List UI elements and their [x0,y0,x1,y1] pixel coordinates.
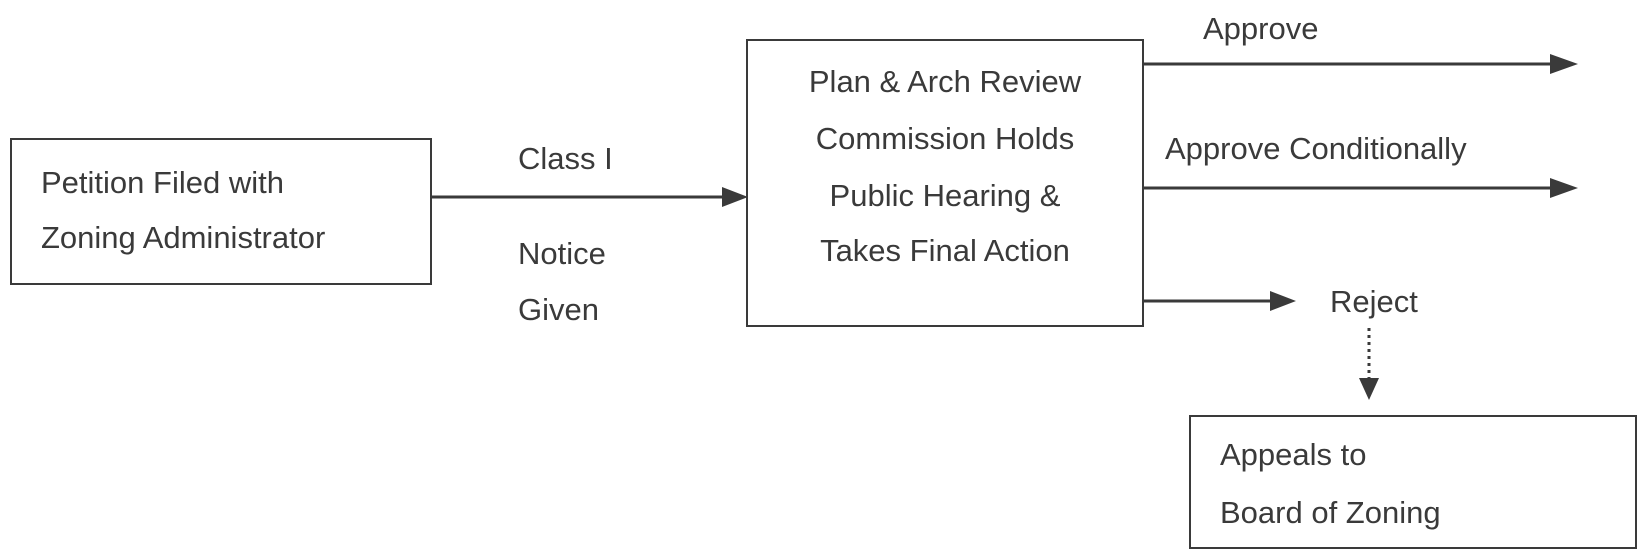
node-appeals: Appeals to Board of Zoning [1189,415,1637,549]
label-approve: Approve [1203,11,1319,46]
arrowhead-review [722,187,748,207]
arrowhead-approve-conditionally [1550,178,1578,198]
node-petition: Petition Filed with Zoning Administrator [10,138,432,285]
label-approve-conditionally: Approve Conditionally [1165,131,1467,166]
node-appeals-line2: Board of Zoning [1220,495,1441,530]
node-appeals-line1: Appeals to [1220,437,1367,472]
label-class: Class I [518,141,613,176]
arrowhead-reject [1270,291,1296,311]
arrowhead-approve [1550,54,1578,74]
node-review-line3: Public Hearing & [829,178,1061,213]
node-review: Plan & Arch Review Commission Holds Publ… [746,39,1144,327]
label-notice-line2: Given [518,292,599,327]
node-review-line4: Takes Final Action [820,233,1070,268]
node-petition-line2: Zoning Administrator [41,220,326,255]
arrowhead-appeal [1359,378,1379,400]
label-reject: Reject [1330,284,1418,319]
node-petition-line1: Petition Filed with [41,165,284,200]
node-review-line1: Plan & Arch Review [808,64,1082,99]
label-notice-line1: Notice [518,236,606,271]
node-review-line2: Commission Holds [815,121,1075,156]
